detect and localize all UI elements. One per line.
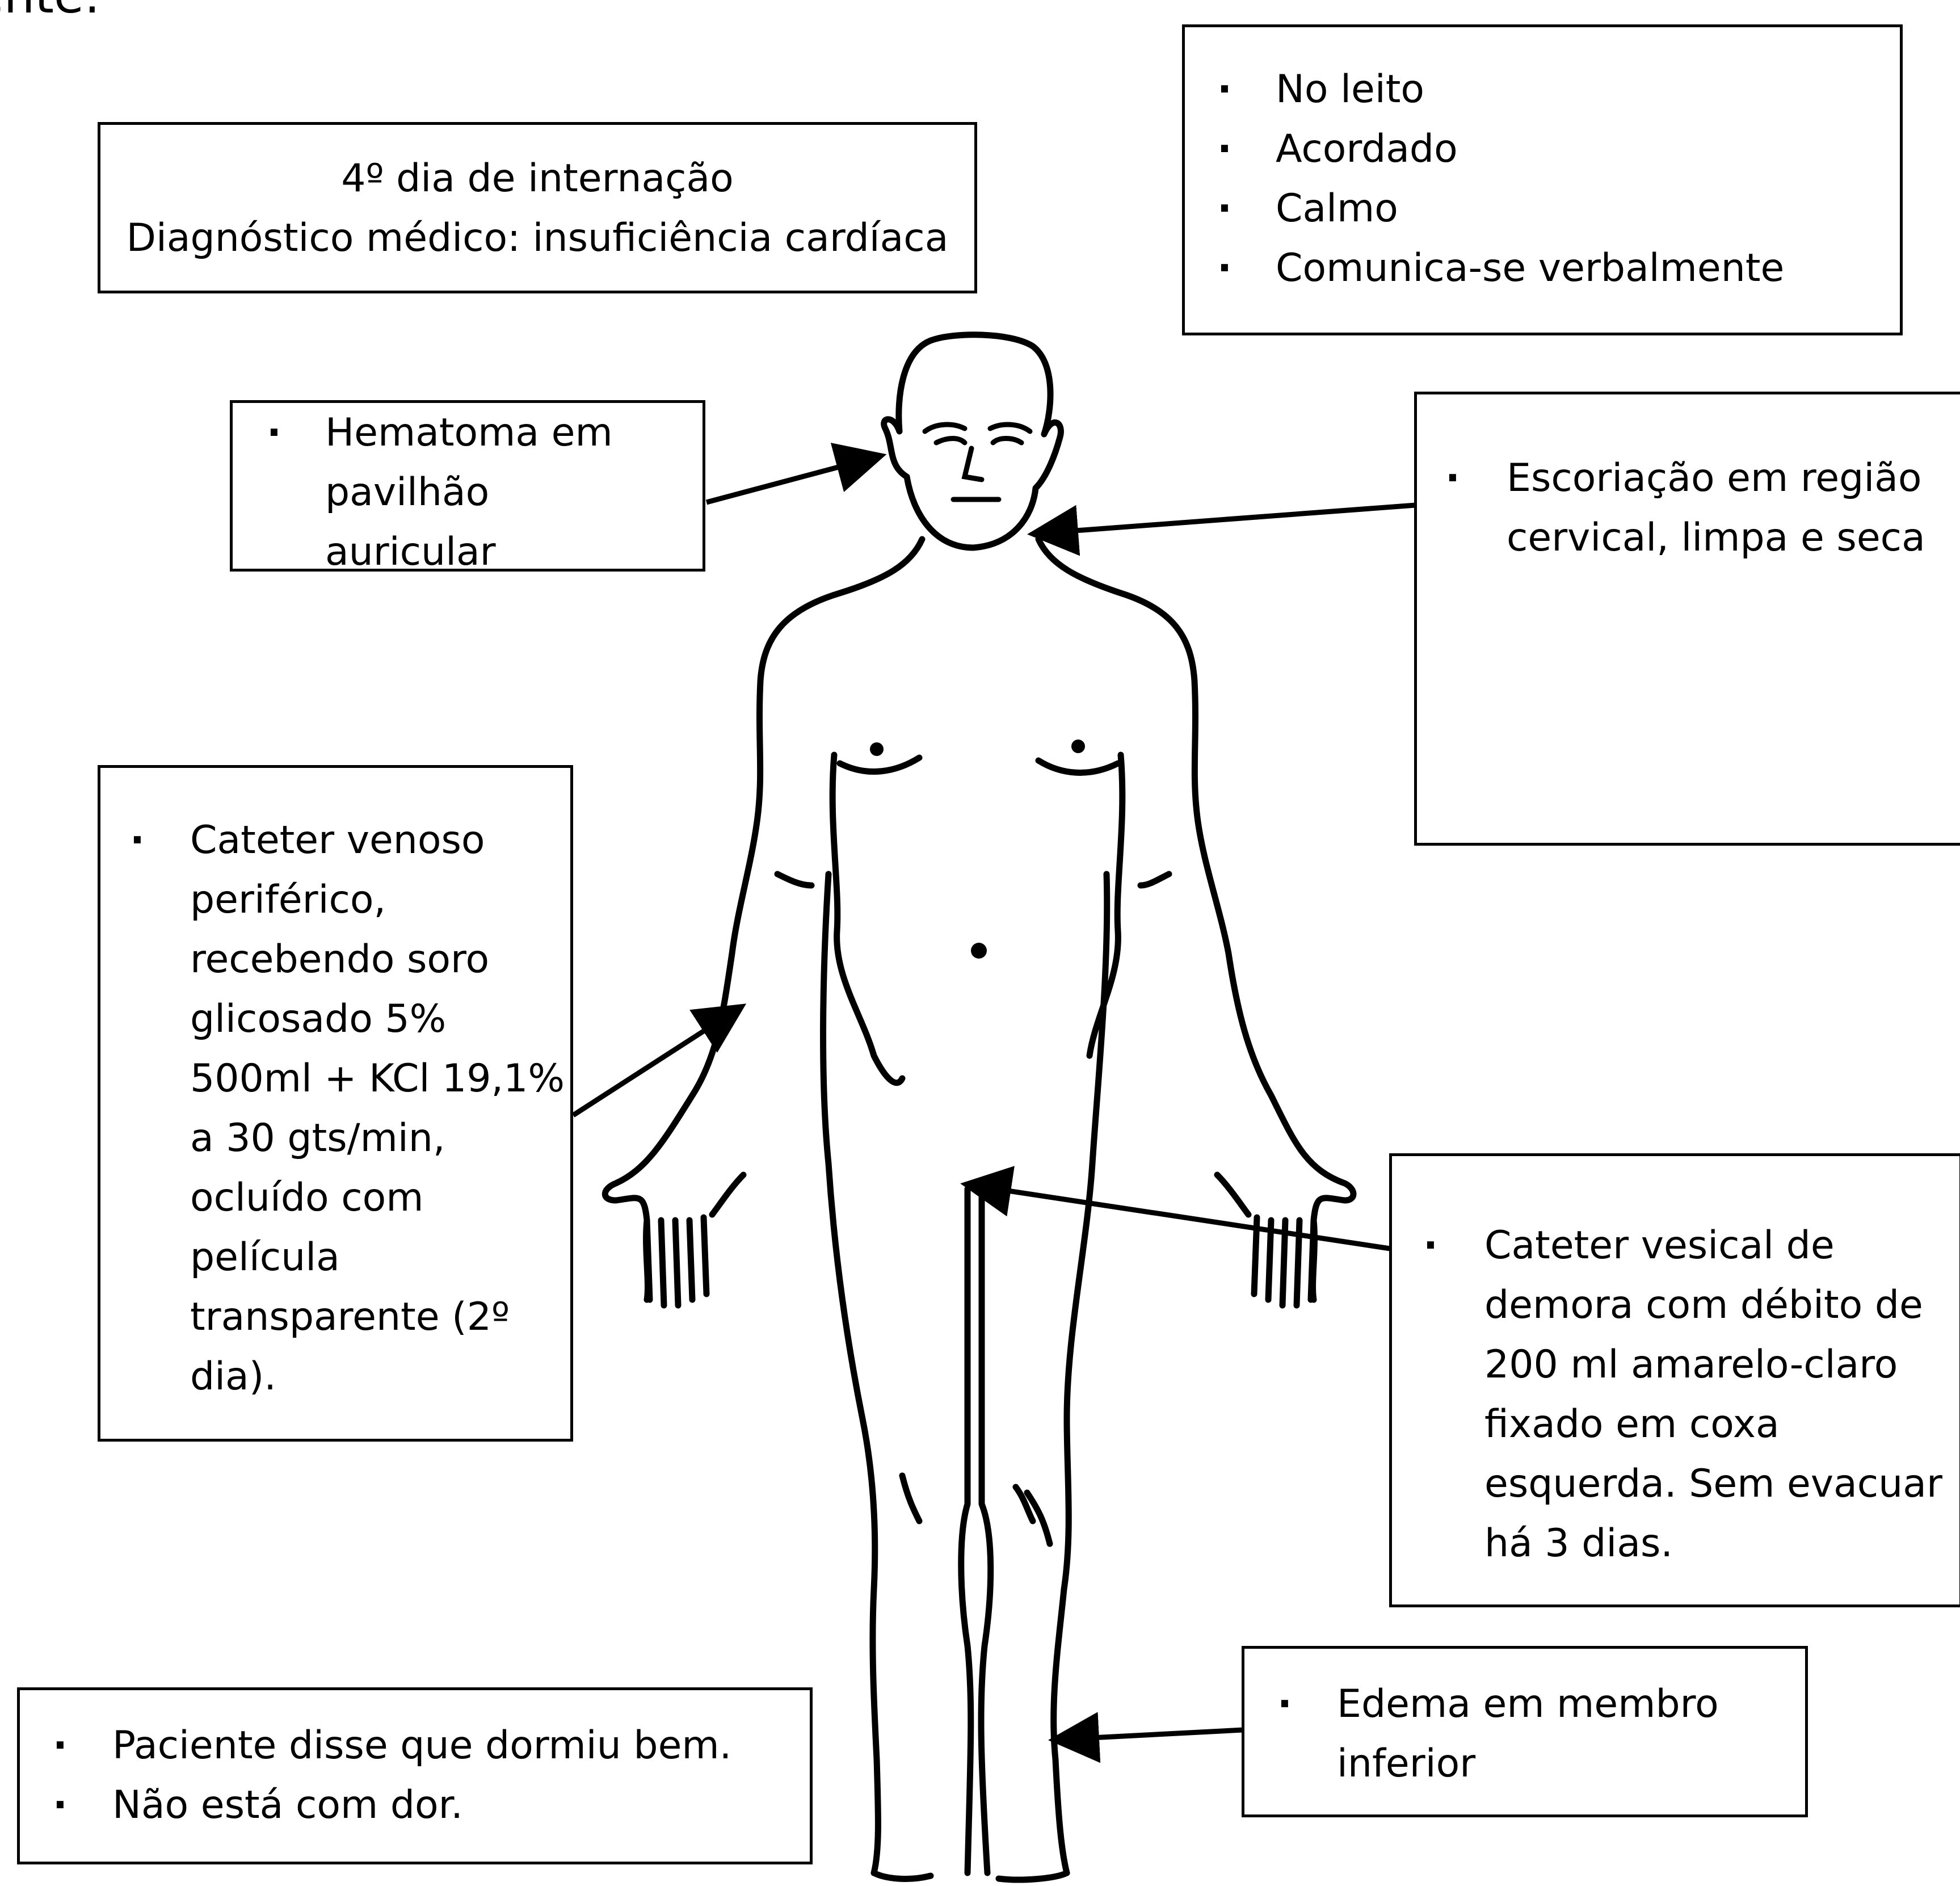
nose	[965, 448, 982, 480]
status-item: · Calmo	[1185, 179, 1900, 238]
callout-arrows	[573, 457, 1416, 1740]
bullet: ·	[1217, 119, 1232, 179]
arrow-ear	[706, 457, 877, 502]
bullet: ·	[130, 810, 145, 870]
bullet: ·	[53, 1716, 68, 1775]
admission-info-box: 4º dia de internação Diagnóstico médico:…	[98, 122, 977, 293]
edema-box: · Edema em membro inferior	[1242, 1646, 1808, 1817]
catheter-line: ocluído com	[190, 1168, 570, 1228]
ear-line: pavilhão	[325, 463, 703, 522]
catheter-line: transparente (2º	[190, 1287, 570, 1347]
neck-line: cervical, limpa e seca	[1507, 508, 1925, 568]
body-left-contour	[605, 539, 922, 1300]
face-details	[925, 425, 1030, 499]
arrow-bladder	[970, 1185, 1390, 1249]
right-nipple	[1071, 740, 1085, 753]
catheter-line: periférico,	[190, 870, 570, 930]
status-item: · Comunica-se verbalmente	[1185, 238, 1900, 298]
left-leg	[823, 874, 878, 1873]
right-eyebrow	[990, 425, 1030, 431]
bladder-line: fixado em coxa	[1484, 1394, 1959, 1454]
arrow-edema	[1058, 1730, 1243, 1740]
catheter-line: Cateter venoso	[190, 810, 570, 870]
ear-hematoma-box: · Hematoma em pavilhão auricular	[230, 400, 705, 572]
left-eyebrow	[925, 425, 965, 431]
catheter-line: a 30 gts/min,	[190, 1108, 570, 1168]
sleep-item: · Não está com dor.	[20, 1775, 810, 1835]
sleep-item: · Paciente disse que dormiu bem.	[20, 1716, 810, 1775]
bladder-catheter-box: · Cateter vesical de demora com débito d…	[1389, 1153, 1960, 1607]
bullet: ·	[1217, 179, 1232, 238]
inner-legs	[961, 1189, 991, 1873]
elbow-marks	[777, 874, 1169, 885]
head-outline	[884, 335, 1061, 548]
status-item: · No leito	[1185, 60, 1900, 119]
status-item: · Acordado	[1185, 119, 1900, 179]
patient-status-box: · No leito · Acordado · Calmo · Comunica…	[1182, 24, 1903, 335]
catheter-line: película	[190, 1228, 570, 1287]
page-title: aciente:	[0, 0, 100, 26]
navel	[971, 943, 987, 959]
right-torso-side	[1090, 755, 1122, 1056]
catheter-line: dia).	[190, 1347, 570, 1406]
neck-line: Escoriação em região	[1507, 448, 1925, 508]
ear-line: Hematoma em	[325, 403, 703, 463]
edema-line: Edema em membro	[1337, 1674, 1805, 1734]
bladder-line: Cateter vesical de	[1484, 1216, 1959, 1275]
bladder-line: há 3 dias.	[1484, 1514, 1959, 1573]
bullet: ·	[1423, 1216, 1438, 1275]
body-dots	[870, 740, 1085, 959]
left-torso-side	[832, 755, 902, 1083]
left-nipple	[870, 742, 884, 756]
left-hand	[647, 1175, 743, 1305]
chest-lines	[840, 758, 1118, 772]
bullet: ·	[1217, 60, 1232, 119]
bladder-line: 200 ml amarelo-claro	[1484, 1335, 1959, 1394]
bladder-line: demora com débito de	[1484, 1275, 1959, 1335]
catheter-line: 500ml + KCl 19,1%	[190, 1049, 570, 1108]
admission-day-text: 4º dia de internação	[100, 149, 974, 208]
bullet: ·	[267, 403, 281, 463]
catheter-line: glicosado 5%	[190, 989, 570, 1049]
arrow-catheter	[573, 1009, 738, 1115]
feet	[874, 1873, 1067, 1880]
right-leg	[1054, 874, 1107, 1873]
body-right-contour	[1038, 539, 1353, 1300]
right-hand	[1217, 1175, 1314, 1305]
venous-catheter-box: · Cateter venoso periférico, recebendo s…	[98, 765, 573, 1442]
bullet: ·	[53, 1775, 68, 1835]
bladder-line: esquerda. Sem evacuar	[1484, 1454, 1959, 1514]
catheter-line: recebendo soro	[190, 930, 570, 989]
left-eye	[936, 439, 965, 443]
right-eye	[993, 439, 1021, 443]
bullet: ·	[1217, 238, 1232, 298]
arrow-neck	[1037, 505, 1416, 534]
neck-box-text: · Escoriação em região cervical, limpa e…	[1414, 448, 1925, 568]
diagnosis-text: Diagnóstico médico: insuficiência cardía…	[100, 208, 974, 268]
sleep-pain-box: · Paciente disse que dormiu bem. · Não e…	[17, 1687, 813, 1864]
bullet: ·	[1277, 1674, 1292, 1734]
edema-line: inferior	[1337, 1734, 1805, 1793]
bullet: ·	[1445, 448, 1460, 508]
ear-line: auricular	[325, 522, 703, 582]
knee-marks	[902, 1476, 1050, 1544]
